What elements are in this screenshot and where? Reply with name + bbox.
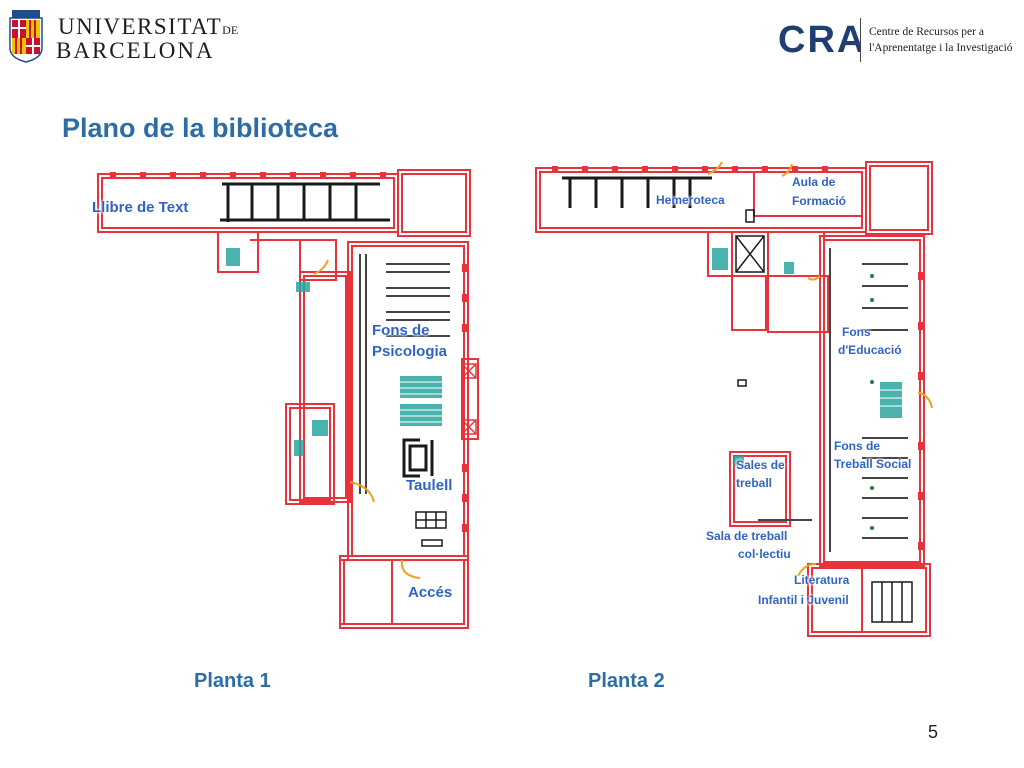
label-sales-treball-line2: treball (736, 476, 773, 490)
label-fons-psicologia-line2: Psicologia (372, 343, 448, 360)
floor-plan-1-drawing (97, 169, 479, 629)
crai-subtitle-line1: Centre de Recursos per a (869, 26, 984, 38)
crai-logo: CRAI (778, 19, 877, 61)
label-fons-treball-social-line1: Fons de (834, 439, 881, 453)
label-sales-treball-line1: Sales de (736, 458, 785, 472)
floor-plan-planta-2: Hemeroteca Aula de Formació Fons d'Educa… (532, 152, 944, 642)
caption-planta-1: Planta 1 (194, 670, 271, 692)
floor-plan-2-drawing (535, 161, 933, 637)
university-name-line1: UNIVERSITATDE (58, 14, 239, 39)
label-fons-educacio-line1: Fons (842, 325, 871, 339)
caption-planta-2: Planta 2 (588, 670, 665, 692)
label-fons-psicologia-line1: Fons de (372, 322, 430, 339)
label-literatura-line2: Infantil i Juvenil (758, 593, 849, 607)
floor-plan-planta-1: Llibre de Text Fons de Psicologia Taulel… (90, 164, 480, 634)
crai-wordmark-icon: CRAI (778, 19, 877, 61)
university-shield-icon (9, 10, 43, 63)
label-acces: Accés (408, 584, 453, 601)
svg-text:CRAI: CRAI (778, 20, 860, 56)
label-literatura-line1: Literatura (794, 573, 850, 587)
crai-divider (860, 18, 861, 62)
label-hemeroteca: Hemeroteca (656, 193, 725, 207)
page-title: Plano de la biblioteca (62, 113, 339, 143)
label-llibre-de-text: Llibre de Text (92, 199, 189, 216)
crai-subtitle: Centre de Recursos per a l'Aprenentatge … (869, 24, 1013, 56)
label-fons-educacio-line2: d'Educació (838, 343, 902, 357)
label-aula-formacio-line2: Formació (792, 194, 847, 208)
label-sala-treball-collectiu-line2: col·lectiu (738, 547, 791, 561)
crai-subtitle-line2: l'Aprenentatge i la Investigació (869, 42, 1013, 54)
label-aula-formacio-line1: Aula de (792, 175, 836, 189)
label-taulell: Taulell (406, 477, 453, 494)
page-number: 5 (928, 722, 939, 742)
university-logo: UNIVERSITATDE BARCELONA (6, 8, 238, 66)
university-name-line2: BARCELONA (56, 38, 215, 63)
label-sala-treball-collectiu-line1: Sala de treball (706, 529, 788, 543)
label-fons-treball-social-line2: Treball Social (834, 457, 912, 471)
